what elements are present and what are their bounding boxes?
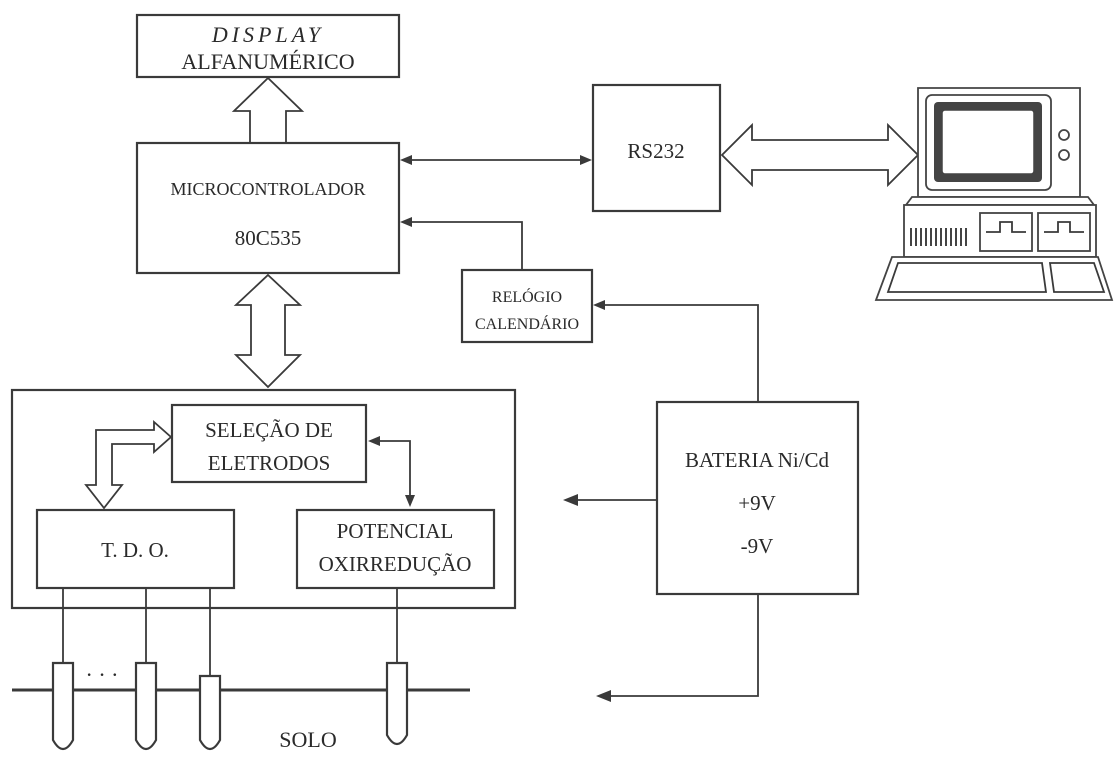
battery-ground-arrow bbox=[596, 594, 758, 702]
electrode-selection-block: SELEÇÃO DE ELETRODOS bbox=[172, 405, 366, 482]
rs232-label: RS232 bbox=[627, 139, 684, 163]
rs232-block: RS232 bbox=[593, 85, 720, 211]
clock-block: RELÓGIO CALENDÁRIO bbox=[462, 270, 592, 342]
tdo-label: T. D. O. bbox=[101, 538, 169, 562]
electrode-selection-sublabel: ELETRODOS bbox=[208, 451, 331, 475]
redox-sublabel: OXIRREDUÇÃO bbox=[319, 552, 472, 576]
battery-power-arrow bbox=[563, 494, 657, 506]
microcontroller-block: MICROCONTROLADOR 80C535 bbox=[137, 143, 399, 273]
desktop-computer-icon bbox=[876, 88, 1112, 300]
battery-block: BATERIA Ni/Cd +9V -9V bbox=[657, 402, 858, 594]
tdo-block: T. D. O. bbox=[37, 510, 234, 588]
micro-to-display-bus-arrow bbox=[234, 78, 302, 143]
battery-to-clock-link bbox=[593, 300, 758, 402]
probe-icon bbox=[53, 663, 73, 749]
clock-label: RELÓGIO bbox=[492, 287, 562, 306]
clock-to-micro-link bbox=[400, 217, 522, 270]
soil-label: SOLO bbox=[279, 727, 336, 752]
probe-icon bbox=[387, 663, 407, 744]
probe-icon bbox=[136, 663, 156, 749]
display-subtitle: ALFANUMÉRICO bbox=[181, 49, 354, 74]
battery-label: BATERIA Ni/Cd bbox=[685, 448, 830, 472]
battery-positive-voltage: +9V bbox=[738, 491, 776, 515]
rs232-computer-bus-arrow bbox=[722, 125, 918, 185]
micro-rs232-link bbox=[400, 155, 592, 165]
electrode-selection-label: SELEÇÃO DE bbox=[205, 418, 333, 442]
probe-ellipsis: · · · bbox=[86, 662, 119, 687]
micro-board-bus-arrow bbox=[236, 275, 300, 387]
clock-sublabel: CALENDÁRIO bbox=[475, 314, 579, 333]
redox-block: POTENCIAL OXIRREDUÇÃO bbox=[297, 510, 494, 588]
redox-label: POTENCIAL bbox=[337, 519, 454, 543]
microcontroller-model: 80C535 bbox=[235, 226, 302, 250]
microcontroller-label: MICROCONTROLADOR bbox=[170, 179, 365, 199]
display-block: DISPLAY ALFANUMÉRICO bbox=[137, 15, 399, 77]
probe-icon bbox=[200, 676, 220, 749]
display-title: DISPLAY bbox=[211, 22, 324, 47]
battery-negative-voltage: -9V bbox=[741, 534, 774, 558]
